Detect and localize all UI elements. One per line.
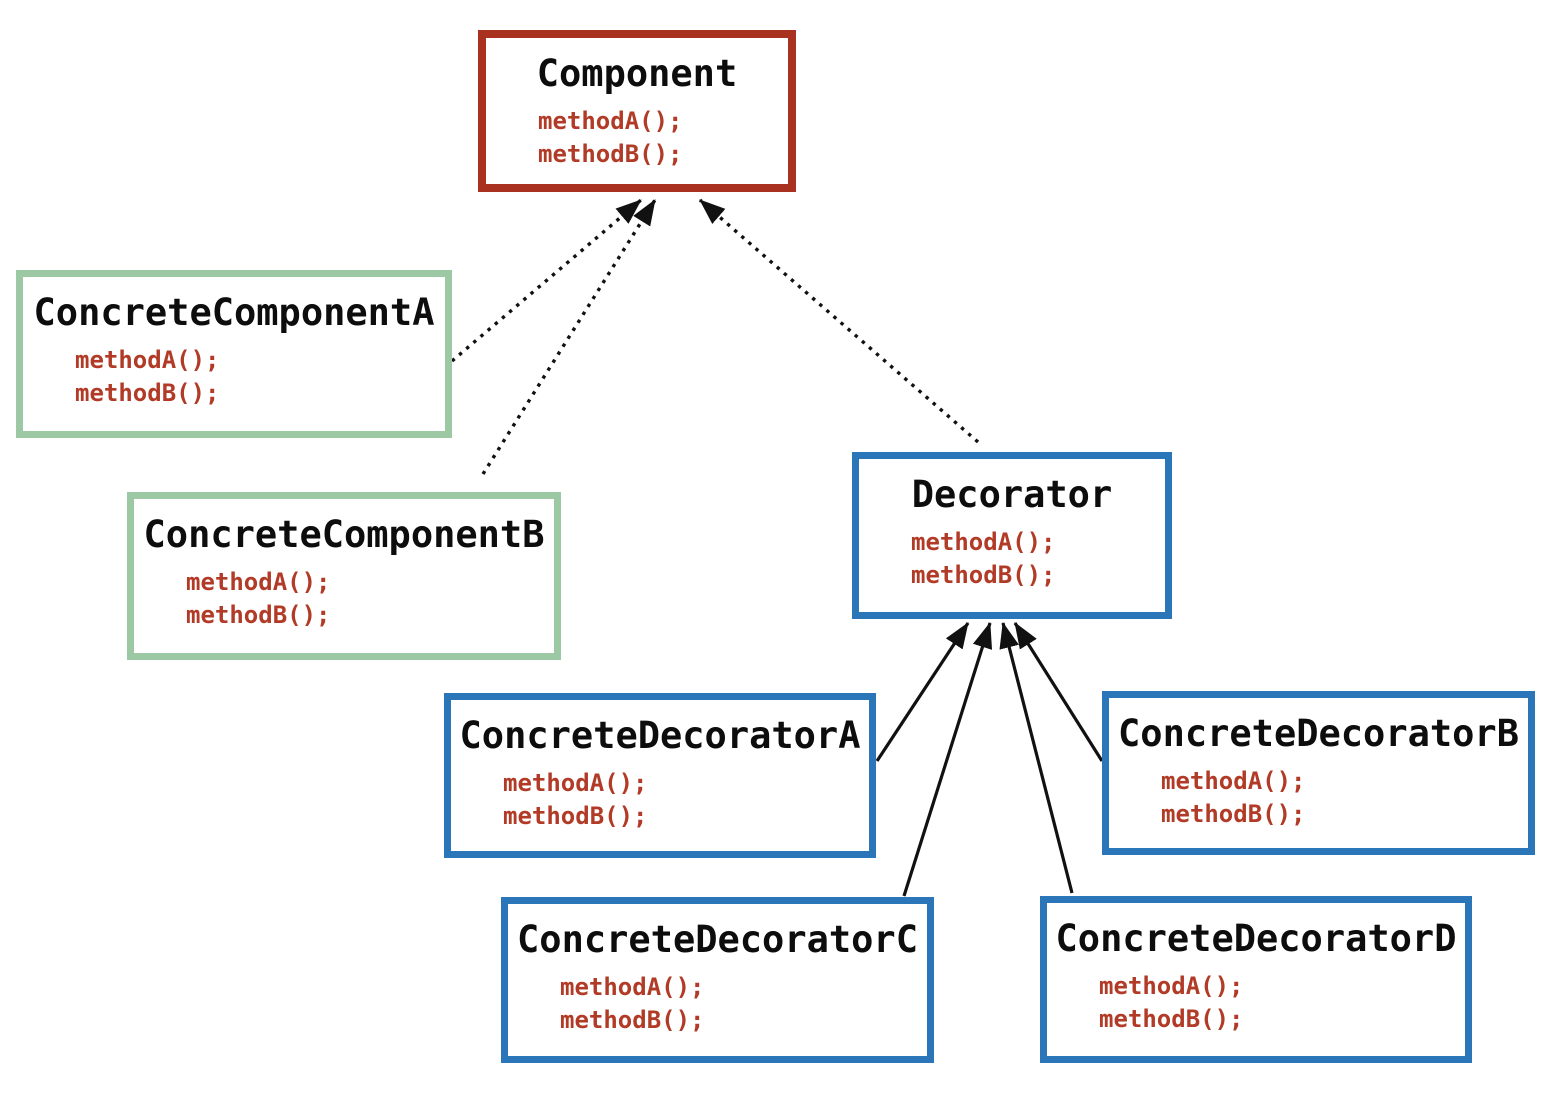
method: methodB(); bbox=[503, 802, 648, 830]
method: methodB(); bbox=[538, 140, 683, 168]
class-name: Component bbox=[536, 52, 738, 95]
class-name: ConcreteDecoratorD bbox=[1055, 917, 1457, 960]
arrow-concretecomponentb-to-component bbox=[481, 199, 657, 475]
class-methods: methodA(); methodB(); bbox=[134, 566, 554, 632]
method: methodA(); bbox=[1099, 972, 1244, 1000]
method: methodB(); bbox=[75, 379, 220, 407]
class-name: Decorator bbox=[911, 473, 1113, 516]
class-box-decorator: Decorator methodA(); methodB(); bbox=[852, 452, 1172, 619]
method: methodB(); bbox=[1099, 1005, 1244, 1033]
class-methods: methodA(); methodB(); bbox=[451, 767, 869, 833]
arrow-concretedecoratora-to-decorator bbox=[875, 622, 970, 762]
class-methods: methodA(); methodB(); bbox=[859, 526, 1165, 592]
method: methodB(); bbox=[1161, 800, 1306, 828]
class-box-concrete-component-b: ConcreteComponentB methodA(); methodB(); bbox=[127, 492, 561, 660]
method: methodA(); bbox=[186, 568, 331, 596]
class-name: ConcreteDecoratorC bbox=[517, 918, 918, 961]
method: methodA(); bbox=[560, 973, 705, 1001]
class-box-concrete-component-a: ConcreteComponentA methodA(); methodB(); bbox=[16, 270, 452, 438]
class-box-concrete-decorator-b: ConcreteDecoratorB methodA(); methodB(); bbox=[1102, 691, 1535, 855]
class-methods: methodA(); methodB(); bbox=[1109, 765, 1528, 831]
method: methodA(); bbox=[1161, 767, 1306, 795]
class-box-concrete-decorator-d: ConcreteDecoratorD methodA(); methodB(); bbox=[1040, 896, 1472, 1063]
method: methodB(); bbox=[911, 561, 1056, 589]
class-name: ConcreteComponentB bbox=[143, 513, 545, 556]
method: methodA(); bbox=[503, 769, 648, 797]
class-methods: methodA(); methodB(); bbox=[486, 105, 788, 171]
class-box-concrete-decorator-a: ConcreteDecoratorA methodA(); methodB(); bbox=[444, 693, 876, 858]
class-methods: methodA(); methodB(); bbox=[23, 344, 445, 410]
arrow-concretedecoratorc-to-decorator bbox=[902, 622, 993, 897]
class-name: ConcreteDecoratorA bbox=[459, 714, 861, 757]
class-box-component: Component methodA(); methodB(); bbox=[478, 30, 796, 192]
arrow-decorator-to-component bbox=[698, 198, 980, 444]
method: methodA(); bbox=[538, 107, 683, 135]
arrow-concretedecoratord-to-decorator bbox=[999, 622, 1074, 894]
method: methodA(); bbox=[911, 528, 1056, 556]
method: methodB(); bbox=[186, 601, 331, 629]
class-methods: methodA(); methodB(); bbox=[508, 971, 927, 1037]
method: methodB(); bbox=[560, 1006, 705, 1034]
class-box-concrete-decorator-c: ConcreteDecoratorC methodA(); methodB(); bbox=[501, 897, 934, 1063]
class-methods: methodA(); methodB(); bbox=[1047, 970, 1465, 1036]
arrow-concretedecoratorb-to-decorator bbox=[1013, 622, 1104, 762]
arrow-concretecomponenta-to-component bbox=[450, 198, 643, 363]
class-name: ConcreteComponentA bbox=[33, 291, 435, 334]
class-name: ConcreteDecoratorB bbox=[1118, 712, 1519, 755]
method: methodA(); bbox=[75, 346, 220, 374]
